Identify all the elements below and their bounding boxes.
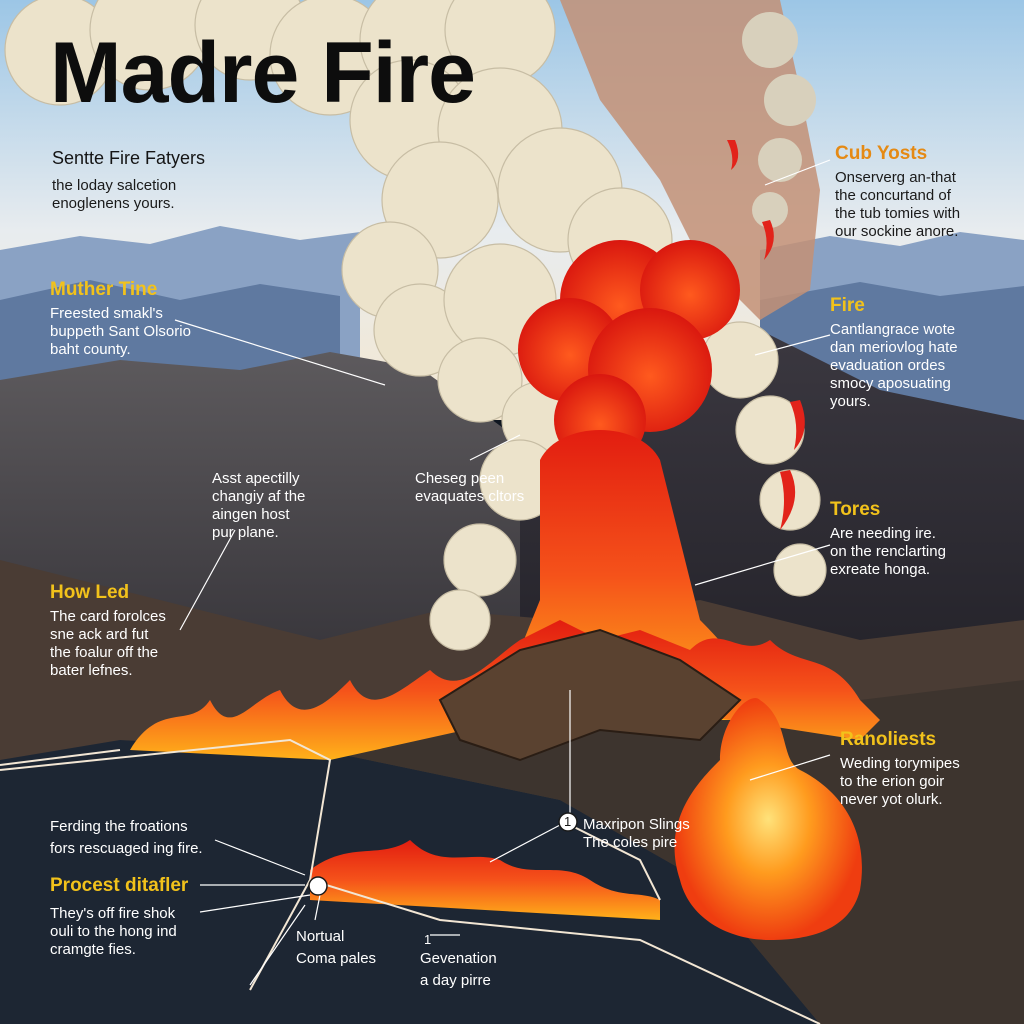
callout-line: our sockine anore. [835,222,959,240]
trail-lines [0,738,821,1024]
callout-how-led: How Led The card forolces sne ack ard fu… [50,582,166,680]
callout-heading: Fire [830,295,865,316]
callout-line: ouli to the hong ind [50,922,177,940]
callout-line: Gevenation [420,950,497,967]
callout-line: buppeth Sant Olsorio [50,322,191,340]
callout-line: a day pirre [420,972,491,989]
page-title: Madre Fire [50,25,476,121]
fireball [674,698,862,940]
callout-line: sne ack ard fut [50,625,149,643]
embers [727,140,805,530]
callout-line: Nortual [296,928,345,945]
callout-line: the concurtand of [835,186,951,204]
callout-ranoliests: Ranoliests Weding torymipes to the erion… [840,729,960,809]
callout-line: The coles pire [583,834,678,851]
leader-lines [174,159,831,986]
callout-muther-tine: Muther Tine Freested smakl's buppeth San… [50,279,191,359]
callout-line: evaquates cltors [415,488,525,505]
callout-fire: Fire Cantlangrace wote dan meriovlog hat… [830,295,958,411]
ground-fire-line [310,840,660,920]
marker-maxripon [558,812,578,832]
callout-procest: Procest ditafler They's off fire shok ou… [50,875,189,959]
callout-line: never yot olurk. [840,790,943,808]
intro-line: enoglenens yours. [52,195,175,212]
callout-line: Freested smakl's [50,304,163,322]
callout-line: exreate honga. [830,560,931,578]
callout-line: Ferding the froations [50,818,188,835]
callout-line: dan meriovlog hate [830,338,958,356]
callout-cheseg: Cheseg peen evaquates cltors [415,470,524,506]
intro-heading: Sentte Fire Fatyers [52,148,206,168]
callout-line: They's off fire shok [50,904,176,922]
callout-line: aingen host [212,506,290,523]
callout-tores: Tores Are needing ire. on the renclartin… [830,499,946,579]
callout-line: Are needing ire. [830,524,936,542]
marker-nortual [308,876,328,896]
callout-line: changiy af the [212,488,306,505]
callout-line: The card forolces [50,607,166,625]
rock-slab [438,628,742,762]
callout-nortual: Nortual Coma pales [296,928,376,968]
callout-line: Cheseg peen [415,470,505,487]
callout-line: the tub tomies with [835,204,961,222]
smoke-wisps [742,12,816,228]
dark-smoke [560,0,820,320]
callout-heading: How Led [50,582,130,603]
callout-line: cramgte fies. [50,940,136,958]
callout-heading: Procest ditafler [50,875,189,896]
callout-line: on the renclarting [830,542,946,560]
callout-line: Maxripon Slings [583,816,690,833]
callout-heading: Muther Tine [50,279,158,300]
callout-line: evaduation ordes [830,356,946,374]
callout-asst: Asst apectilly changiy af the aingen hos… [212,470,305,542]
callout-line: pur plane. [212,524,279,541]
callout-line: baht county. [50,340,131,358]
callout-ferding: Ferding the froations fors rescuaged ing… [50,818,203,858]
intro-block: Sentte Fire Fatyers the loday salcetion … [52,148,205,213]
callout-line: bater lefnes. [50,661,133,679]
callout-heading: Cub Yosts [835,143,928,164]
callout-line: Cantlangrace wote [830,320,956,338]
intro-line: the loday salcetion [52,177,177,194]
callout-line: Onserverg an-that [835,168,956,186]
callout-cub-yosts: Cub Yosts Onserverg an-that the concurta… [835,143,961,241]
callout-maxripon: Maxripon Slings The coles pire [583,816,690,852]
callout-heading: Ranoliests [840,729,937,750]
callout-line: smocy aposuating [830,374,951,392]
callout-line: fors rescuaged ing fire. [50,840,203,857]
callout-line: Asst apectilly [212,470,300,487]
callout-generation: Gevenation a day pirre [420,950,497,990]
marker-number: 1 [424,932,432,947]
callout-line: Weding torymipes [840,754,960,772]
callout-line: Coma pales [296,950,377,967]
callout-line: to the erion goir [840,772,945,790]
marker-number: 1 [564,814,572,829]
callout-line: yours. [830,392,871,410]
callout-line: the foalur off the [50,643,159,661]
callout-heading: Tores [830,499,881,520]
